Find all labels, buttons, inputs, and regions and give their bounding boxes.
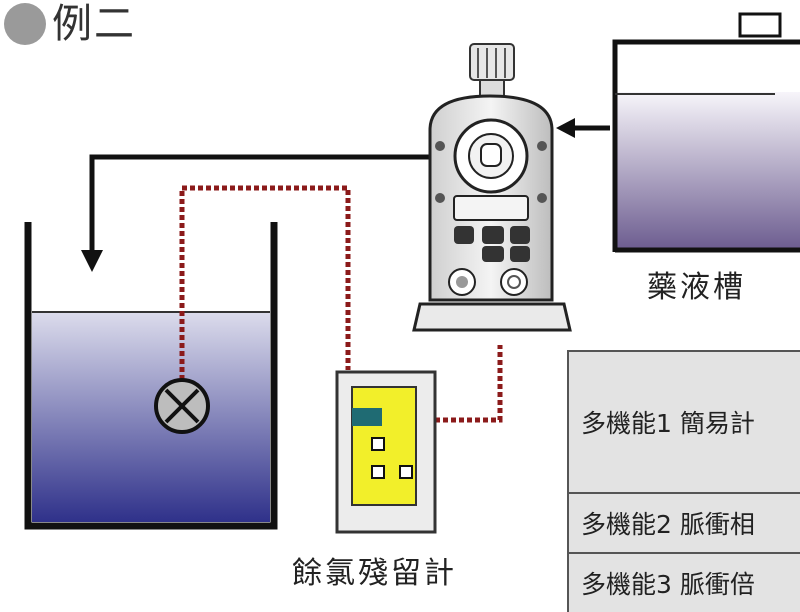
example-heading: 例二 [4, 0, 136, 48]
discharge-pipe-arrow [81, 154, 430, 272]
chemical-feed-arrow [556, 118, 610, 138]
water-tank [24, 222, 278, 530]
example-title: 例二 [52, 1, 136, 47]
chemical-tank [612, 12, 800, 253]
function-row-3: 多機能3 脈衝倍 [567, 552, 800, 612]
residual-chlorine-meter [335, 370, 437, 534]
bullet-icon [4, 3, 46, 45]
function-table: 多機能1 簡易計 多機能2 脈衝相 多機能3 脈衝倍 [567, 350, 800, 612]
chlorine-meter-label: 餘氯殘留計 [292, 556, 457, 591]
function-row-2: 多機能2 脈衝相 [567, 492, 800, 552]
signal-wires [179, 185, 503, 423]
metering-pump [412, 43, 572, 332]
function-row-1: 多機能1 簡易計 [567, 350, 800, 492]
chlorine-sensor [154, 378, 210, 434]
chemical-tank-label: 藥液槽 [647, 270, 746, 305]
